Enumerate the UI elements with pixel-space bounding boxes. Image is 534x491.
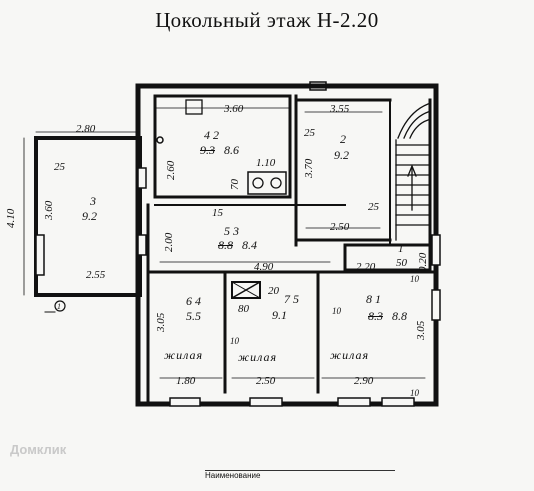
- dim-2-20: 2.20: [356, 261, 376, 273]
- axis-1-label: 1: [57, 302, 61, 311]
- room-1-small-area: 50: [396, 257, 407, 269]
- room-1-small-number: 1: [398, 243, 404, 255]
- room-8-number: 8 1: [366, 292, 381, 306]
- dim-10-bottom: 10: [410, 388, 419, 398]
- room-6-number: 6 4: [186, 294, 201, 308]
- dim-10-room7: 10: [332, 306, 341, 316]
- dim-2-50-bottom: 2.50: [256, 375, 276, 387]
- room-2-area: 9.2: [334, 148, 349, 162]
- room-8-name: жилая: [330, 348, 370, 362]
- dim-2-50: 2.50: [330, 221, 350, 233]
- room-5-number: 5 3: [224, 224, 239, 238]
- dim-0-20: 0.20: [417, 252, 429, 272]
- room-5-area: 8.4: [242, 238, 257, 252]
- dim-2-55: 2.55: [86, 269, 106, 281]
- dim-10-top: 10: [410, 274, 419, 284]
- dim-15: 15: [212, 207, 223, 219]
- floor-plan: [23, 81, 441, 407]
- title-block-stamp: Наименование: [205, 470, 395, 491]
- room-6-name: жилая: [164, 348, 204, 362]
- room-7-name: жилая: [238, 350, 278, 364]
- dim-70: 70: [229, 179, 241, 190]
- room-8-area-old: 8.3: [368, 309, 383, 323]
- room-4-number: 4 2: [204, 128, 219, 142]
- dim-25-room2: 25: [304, 127, 315, 139]
- page-title: Цокольный этаж Н-2.20: [155, 8, 379, 32]
- room-3-area: 9.2: [82, 209, 97, 223]
- dim-3-05-right: 3.05: [415, 320, 427, 340]
- dim-3-60: 3.60: [43, 200, 55, 220]
- dim-20: 20: [268, 285, 279, 297]
- dim-3-05-left: 3.05: [155, 312, 167, 332]
- dim-25-annex: 25: [54, 161, 65, 173]
- room-3-number: 3: [90, 194, 96, 208]
- room-4-area: 8.6: [224, 143, 239, 157]
- room-7-area: 9.1: [272, 308, 287, 322]
- watermark-logo: Домклик: [10, 442, 67, 457]
- room-6-area: 5.5: [186, 309, 201, 323]
- dim-3-70: 3.70: [303, 158, 315, 178]
- dim-3-60-top: 3.60: [224, 103, 244, 115]
- dim-2-90: 2.90: [354, 375, 374, 387]
- dim-80: 80: [238, 303, 249, 315]
- room-2-number: 2: [340, 132, 346, 146]
- room-7-number: 7 5: [284, 292, 299, 306]
- dim-2-60: 2.60: [165, 160, 177, 180]
- dim-25-stair: 25: [368, 201, 379, 213]
- dim-1-80: 1.80: [176, 375, 196, 387]
- dim-3-55: 3.55: [330, 103, 350, 115]
- dim-4-10: 4.10: [5, 208, 17, 228]
- room-4-area-old: 9.3: [200, 143, 215, 157]
- room-5-area-old: 8.8: [218, 238, 233, 252]
- room-8-area: 8.8: [392, 309, 407, 323]
- dim-10-room6: 10: [230, 336, 239, 346]
- dim-4-90: 4.90: [254, 261, 274, 273]
- dim-1-10: 1.10: [256, 157, 276, 169]
- dim-2-80: 2.80: [76, 123, 96, 135]
- dim-2-00: 2.00: [163, 232, 175, 252]
